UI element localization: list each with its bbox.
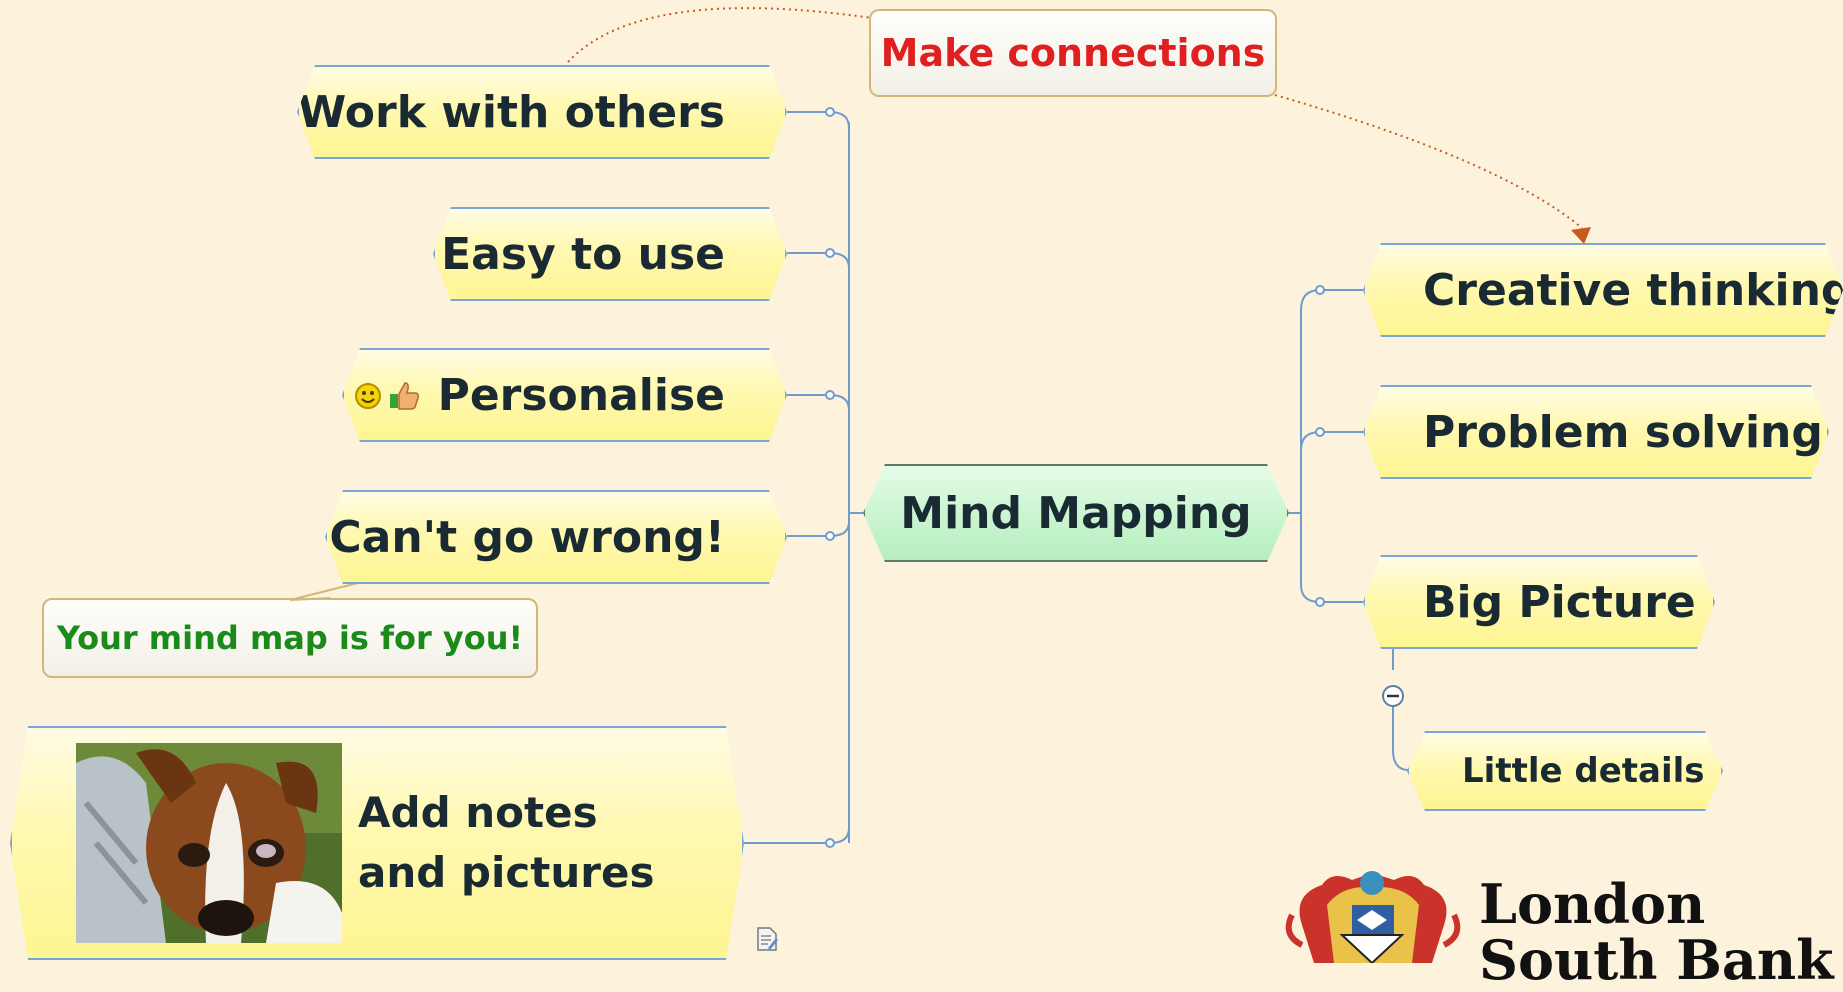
topic-label: Easy to use	[441, 228, 725, 280]
dog-photo	[76, 743, 342, 943]
link-dot	[825, 107, 835, 117]
topic-easy-to-use[interactable]: Easy to use	[433, 207, 787, 301]
central-topic[interactable]: Mind Mapping	[863, 464, 1289, 562]
collapse-icon[interactable]	[1381, 684, 1405, 712]
link-dot	[1315, 597, 1325, 607]
callout-make-connections-label: Make connections	[880, 31, 1266, 75]
topic-label: Work with others	[297, 86, 725, 138]
relationship-arrowhead	[1571, 227, 1591, 244]
callout-mind-map-for-you-label: Your mind map is for you!	[56, 619, 524, 657]
topic-label: Can't go wrong!	[329, 511, 725, 563]
relationship-line	[567, 7, 873, 63]
subtopic-little-details[interactable]: Little details	[1407, 731, 1723, 811]
link-dot	[825, 390, 835, 400]
callout-make-connections[interactable]: Make connections	[869, 9, 1277, 97]
topic-work-with-others[interactable]: Work with others	[297, 65, 787, 159]
topic-label: Personalise	[437, 369, 725, 421]
topic-label: Creative thinking	[1423, 264, 1843, 316]
topic-label: Little details	[1462, 751, 1705, 791]
topic-creative-thinking[interactable]: Creative thinking	[1363, 243, 1843, 337]
link-dot	[1315, 427, 1325, 437]
smiley-icon	[354, 370, 382, 421]
topic-add-notes-and-pictures[interactable]: Add notes and pictures	[10, 726, 744, 960]
callout-pointer	[289, 579, 371, 601]
topic-label: Add notes and pictures	[358, 788, 655, 897]
topic-label: Problem solving	[1423, 406, 1823, 458]
topic-label: Big Picture	[1423, 576, 1696, 628]
university-crest-logo	[1282, 865, 1464, 967]
link-dot	[1315, 285, 1325, 295]
notes-icon[interactable]	[756, 926, 778, 956]
topic-big-picture[interactable]: Big Picture	[1363, 555, 1715, 649]
thumbs-up-icon	[388, 370, 420, 421]
topic-cant-go-wrong[interactable]: Can't go wrong!	[325, 490, 787, 584]
logo-line-2: South Bank	[1479, 928, 1834, 992]
link-dot	[825, 248, 835, 258]
link-dot	[825, 531, 835, 541]
link-dot	[825, 838, 835, 848]
logo-line-1: London	[1479, 872, 1706, 936]
central-topic-label: Mind Mapping	[900, 487, 1252, 539]
topic-problem-solving[interactable]: Problem solving	[1363, 385, 1829, 479]
topic-personalise[interactable]: Personalise	[342, 348, 787, 442]
relationship-arrow-line	[1274, 94, 1583, 229]
callout-mind-map-for-you[interactable]: Your mind map is for you!	[42, 598, 538, 678]
